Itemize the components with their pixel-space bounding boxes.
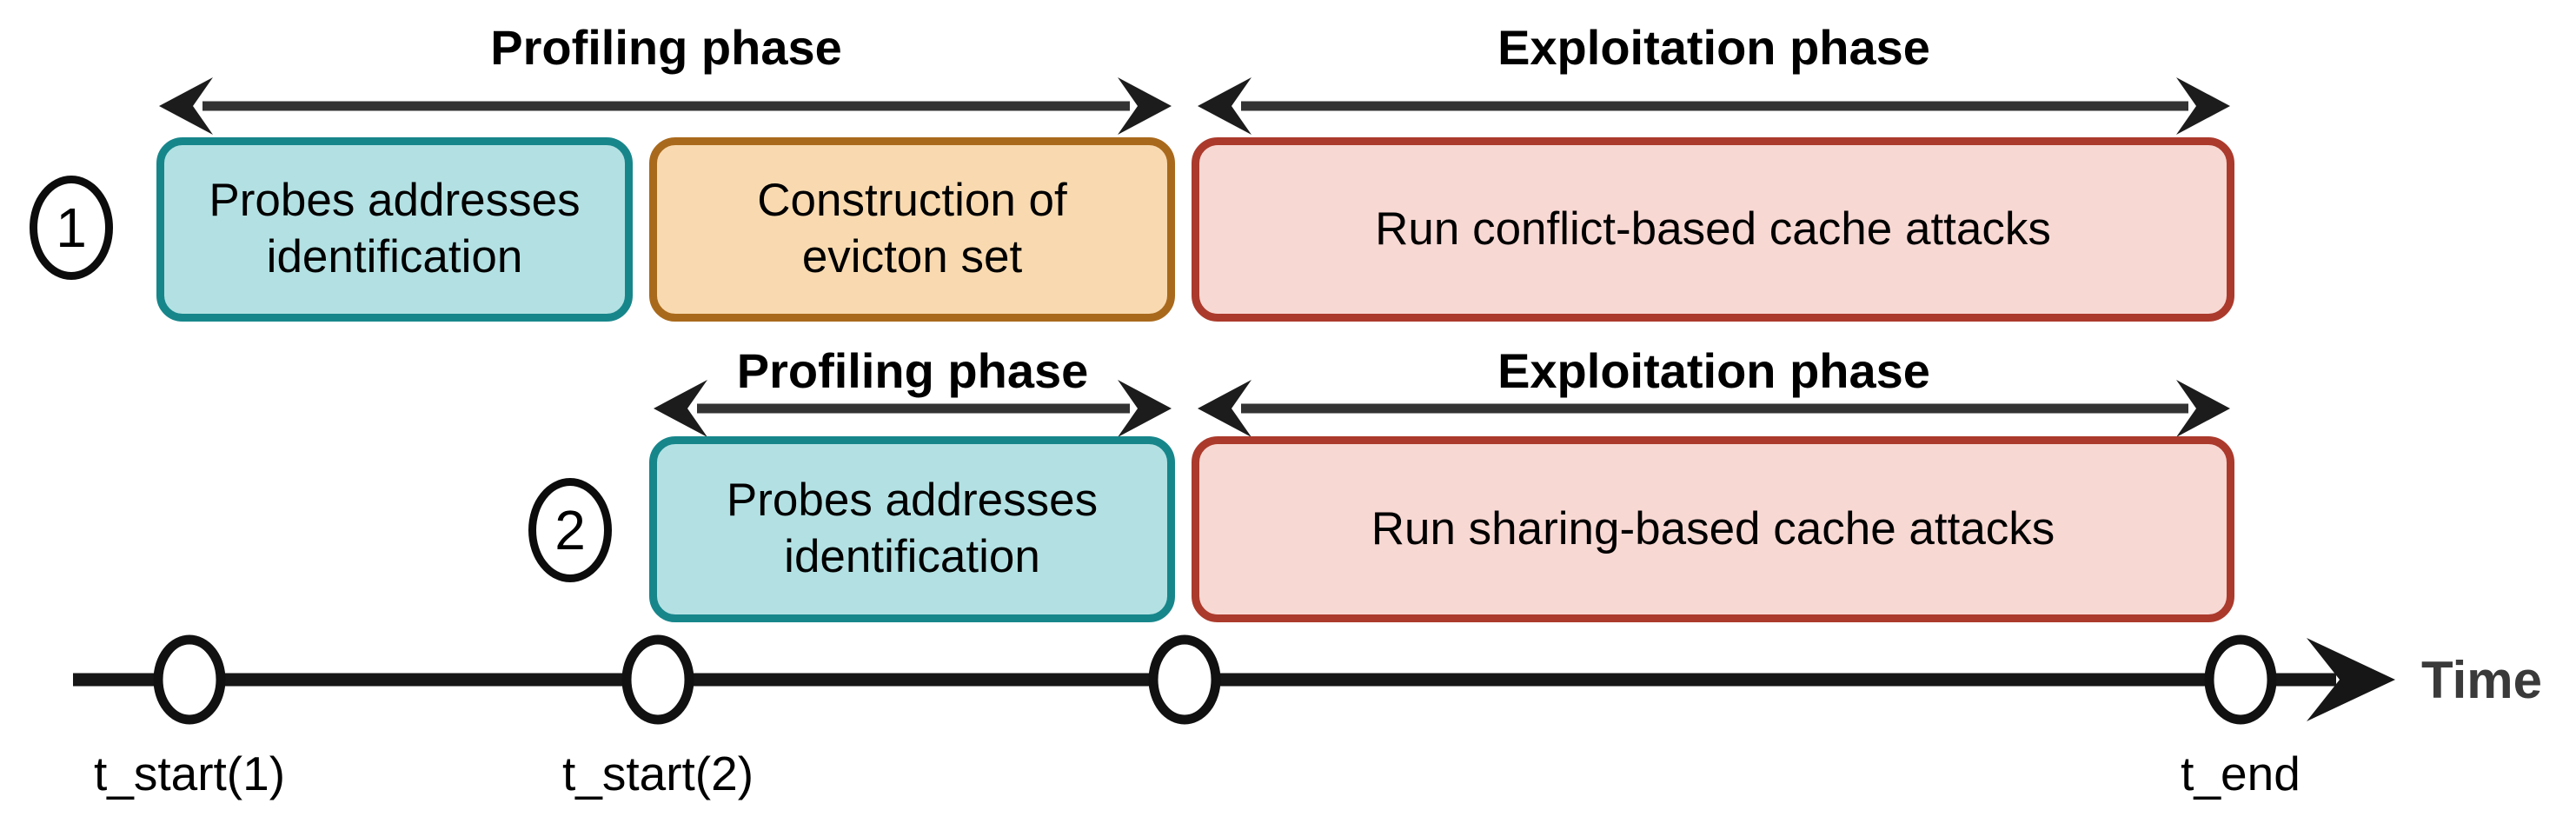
axis-node-t-start-1 bbox=[153, 634, 226, 725]
step-2-badge: 2 bbox=[528, 478, 612, 582]
tick-label-t-start-1: t_start(1) bbox=[93, 747, 286, 800]
row2-box-run-sharing-based-cache-attacks: Run sharing-based cache attacks bbox=[1192, 436, 2234, 622]
step-1-number: 1 bbox=[56, 196, 87, 259]
row1-box-probes-addresses-identification: Probes addresses identification bbox=[156, 137, 633, 322]
step-2-number: 2 bbox=[554, 499, 586, 561]
row1-box2-label: Construction of evicton set bbox=[757, 175, 1067, 282]
row2-profiling-double-arrow-icon bbox=[654, 380, 1172, 437]
row2-exploitation-double-arrow-icon bbox=[1198, 380, 2230, 437]
row2-box1-label: Probes addresses identification bbox=[726, 475, 1099, 582]
row1-exploitation-phase-label: Exploitation phase bbox=[1497, 20, 1930, 75]
time-axis-label: Time bbox=[2421, 651, 2542, 709]
row1-profiling-phase-label: Profiling phase bbox=[490, 20, 842, 75]
tick-label-t-start-2: t_start(2) bbox=[561, 747, 754, 800]
axis-node-mid bbox=[1148, 634, 1221, 725]
row1-box-construction-of-eviction-set: Construction of evicton set bbox=[649, 137, 1175, 322]
time-axis-arrowhead-icon bbox=[2307, 638, 2395, 721]
axis-node-t-end bbox=[2204, 634, 2277, 725]
row1-exploitation-double-arrow-icon bbox=[1198, 77, 2230, 135]
row2-exploitation-phase-label: Exploitation phase bbox=[1497, 343, 1930, 398]
time-axis bbox=[73, 634, 2395, 725]
row2-box-probes-addresses-identification: Probes addresses identification bbox=[649, 436, 1175, 622]
row1-box1-label: Probes addresses identification bbox=[209, 175, 581, 282]
axis-node-t-start-2 bbox=[621, 634, 694, 725]
row2-box2-label: Run sharing-based cache attacks bbox=[1371, 502, 2055, 554]
row2-profiling-phase-label: Profiling phase bbox=[736, 343, 1089, 398]
step-1-badge: 1 bbox=[30, 176, 113, 280]
row1-profiling-double-arrow-icon bbox=[159, 77, 1172, 135]
row1-box-run-conflict-based-cache-attacks: Run conflict-based cache attacks bbox=[1192, 137, 2234, 322]
row1-box3-label: Run conflict-based cache attacks bbox=[1375, 203, 2051, 255]
tick-label-t-end: t_end bbox=[2181, 747, 2300, 800]
